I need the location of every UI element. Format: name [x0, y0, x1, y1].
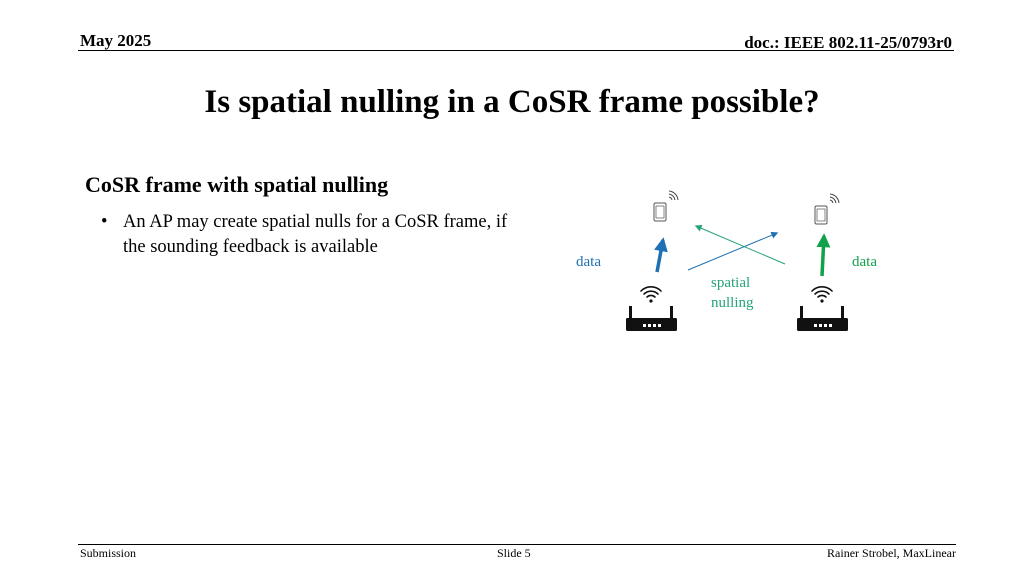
router-icon	[626, 306, 677, 331]
router-icon	[797, 306, 848, 331]
header-divider	[78, 50, 954, 51]
phone-icon	[814, 205, 828, 225]
nulling-label-line2: nulling	[711, 295, 754, 311]
wifi-signal-icon	[640, 286, 662, 303]
wifi-signal-icon	[829, 193, 840, 204]
data-label-left: data	[576, 254, 601, 270]
nulling-arrow-blue	[687, 231, 779, 271]
section-heading: CoSR frame with spatial nulling	[85, 172, 389, 197]
nulling-arrow-green	[694, 224, 786, 265]
bullet-text: An AP may create spatial nulls for a CoS…	[123, 212, 508, 257]
data-arrow-right	[816, 233, 831, 277]
nulling-label-line1: spatial	[711, 275, 750, 291]
footer-author: Rainer Strobel, MaxLinear	[827, 546, 956, 560]
bullet-marker: •	[101, 212, 108, 232]
footer-divider	[78, 544, 956, 545]
phone-icon	[653, 202, 667, 222]
footer-submission: Submission	[80, 546, 137, 560]
footer-slide-number: Slide 5	[497, 546, 531, 560]
header-doc-id: doc.: IEEE 802.11-25/0793r0	[744, 33, 952, 52]
slide-title: Is spatial nulling in a CoSR frame possi…	[204, 84, 820, 120]
wifi-signal-icon	[668, 190, 679, 201]
wifi-signal-icon	[811, 286, 833, 303]
data-label-right: data	[852, 254, 877, 270]
header-date: May 2025	[80, 31, 152, 50]
data-arrow-left	[654, 237, 668, 273]
